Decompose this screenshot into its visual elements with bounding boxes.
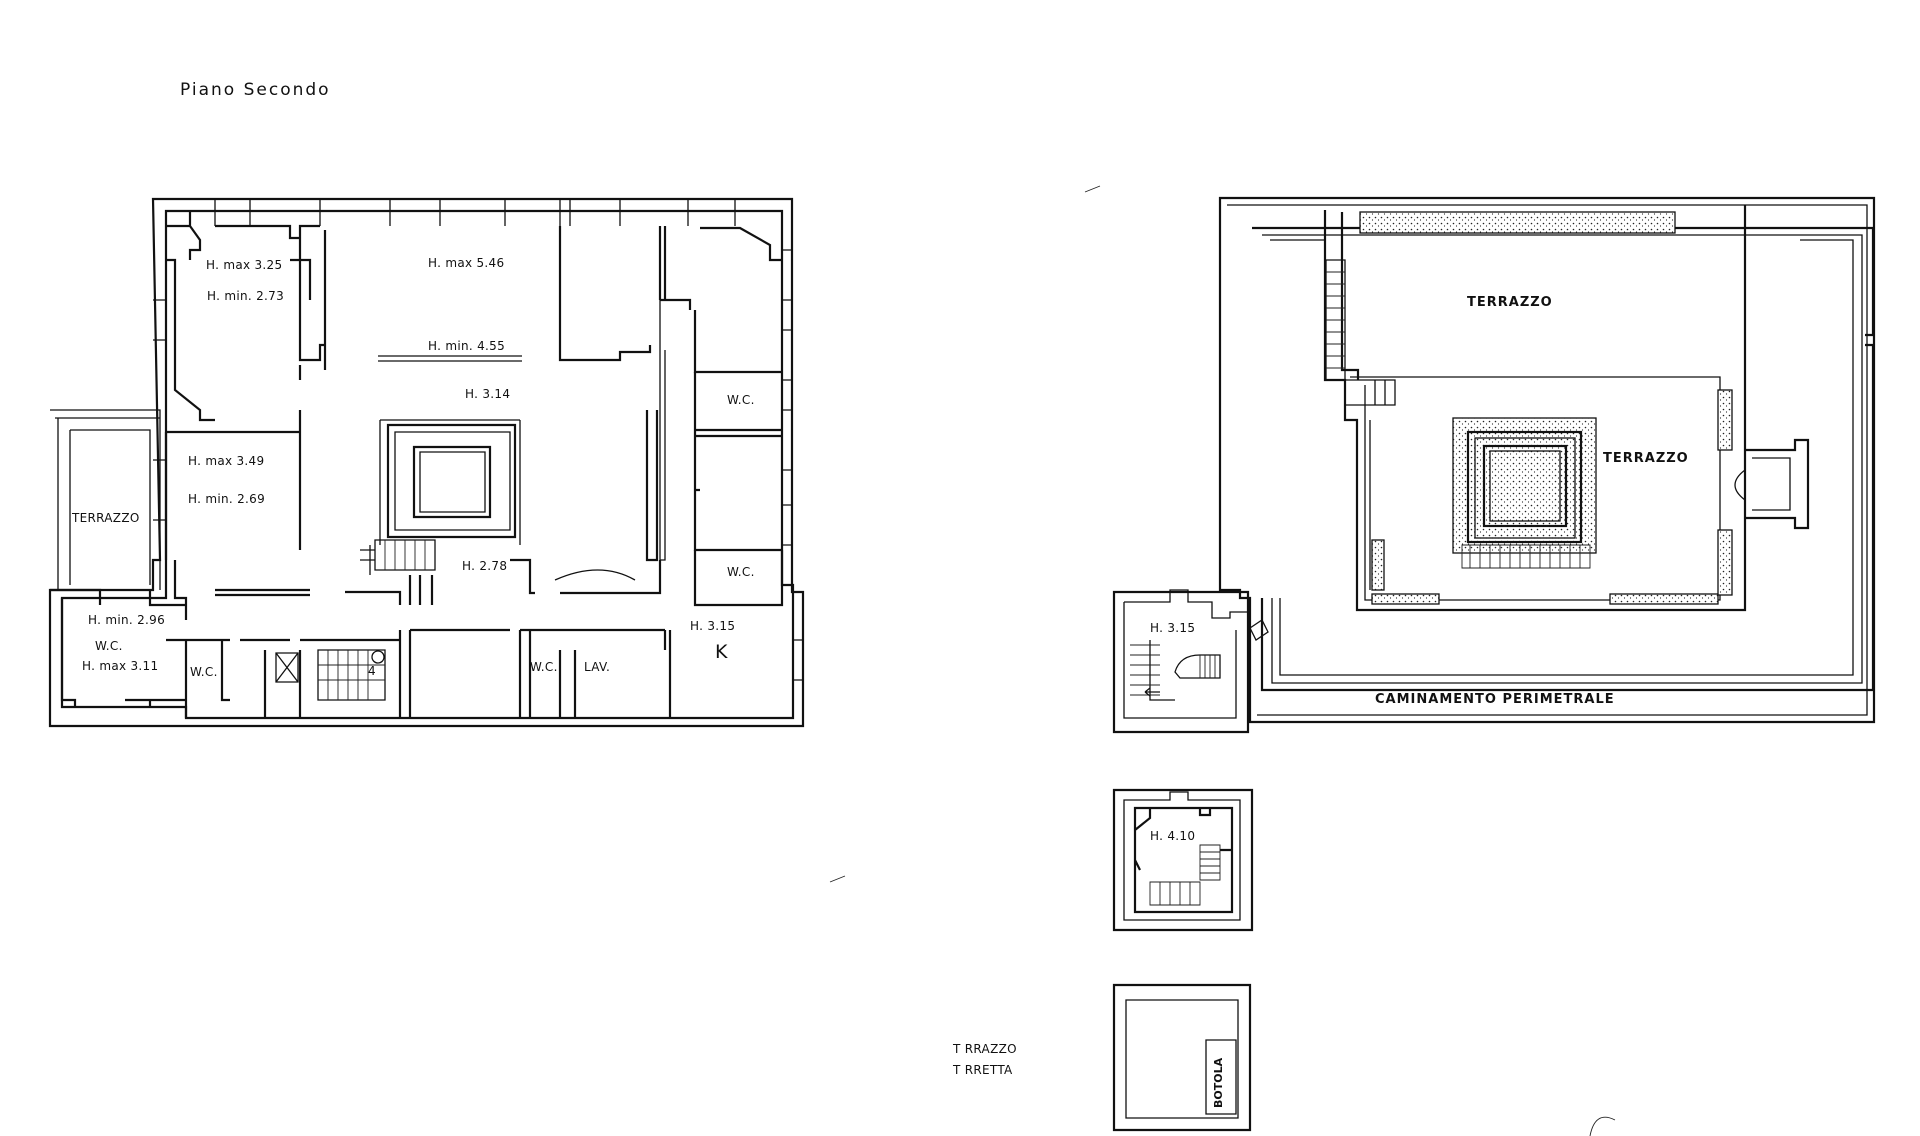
stray-mark-1 [1084, 185, 1101, 193]
stray-mark-2 [829, 875, 846, 883]
room-top-center [323, 226, 652, 370]
main-inner-perimeter [60, 209, 795, 720]
legend-line-2: T RRETTA [953, 1064, 1013, 1076]
wc-small-label: W.C. [190, 665, 218, 679]
gravel-strip-right [1717, 389, 1733, 451]
top-windows [214, 199, 736, 226]
light-well-inner [1482, 444, 1568, 528]
roof-parapet-inner [1262, 234, 1863, 684]
room-height-min-269: H. min. 2.69 [188, 492, 266, 506]
light-well-outer [1466, 430, 1583, 544]
room-left-middle [164, 410, 310, 620]
stair-number-label: 4 [368, 664, 376, 678]
walkway-inner [1270, 239, 1854, 676]
right-wall-segment [659, 300, 666, 561]
room-height-max-349: H. max 3.49 [188, 454, 265, 468]
curved-arch [554, 569, 636, 581]
legend-line-1: T RRAZZO [953, 1043, 1017, 1055]
room-height-314: H. 3.14 [465, 387, 511, 401]
room-height-315: H. 3.15 [690, 619, 736, 633]
roof-stair [1325, 259, 1396, 406]
turret-height-410: H. 4.10 [1150, 829, 1196, 843]
room-wc-middle [693, 550, 784, 607]
right-windows [782, 249, 803, 681]
main-staircase [360, 539, 436, 575]
left-wc-block [50, 588, 186, 707]
central-corridor-walls [510, 410, 662, 595]
roof-terrazzo-upper-label: TERRAZZO [1467, 295, 1553, 310]
gravel-strip-bottom-right [1609, 593, 1719, 605]
gravel-strip-left [1371, 539, 1385, 591]
room-height-max-546: H. max 5.46 [428, 256, 505, 270]
room-height-min-273: H. min. 2.73 [207, 289, 285, 303]
gravel-strip-top [1359, 211, 1676, 234]
hatch-box [1205, 1039, 1237, 1115]
room-height-278: H. 2.78 [462, 559, 508, 573]
room-middle-right [693, 434, 782, 552]
room-height-max-325: H. max 3.25 [206, 258, 283, 272]
light-well-gravel [1452, 417, 1597, 554]
gravel-strip-right-lower [1717, 529, 1733, 596]
right-bay [1745, 438, 1810, 530]
left-windows [153, 299, 166, 521]
wc-upper-label: W.C. [727, 393, 755, 407]
lower-band-top-wall [166, 628, 665, 642]
central-void-frame [379, 419, 521, 545]
inner-terrace-inner [1350, 376, 1721, 601]
light-well-frame [1474, 437, 1576, 539]
stair-walls [345, 575, 434, 605]
main-outer-wall [48, 197, 805, 728]
wc-left-label: W.C. [95, 639, 123, 653]
central-void-inner [412, 445, 492, 519]
stray-mark-3 [1589, 1116, 1616, 1136]
caminamento-label: CAMINAMENTO PERIMETRALE [1375, 692, 1615, 707]
light-well-rail [1461, 544, 1591, 569]
terrazzo-left-label: TERRAZZO [72, 511, 140, 525]
plan-title: Piano Secondo [180, 80, 331, 100]
right-bay-inner [1752, 457, 1791, 511]
lower-rooms-dividers [184, 630, 672, 718]
room-top-right [658, 226, 782, 374]
left-terrace-outline [50, 409, 161, 590]
light-well-inner-frame [1489, 450, 1561, 522]
kitchen-label: K [715, 641, 728, 663]
tower-stair-box [1112, 589, 1250, 734]
legend-line-1-rest: RRAZZO [964, 1042, 1017, 1056]
beam-line [378, 355, 522, 362]
turret-plan [1112, 788, 1254, 932]
main-floor-plan [48, 197, 805, 728]
room-height-min-296: H. min. 2.96 [88, 613, 166, 627]
room-height-min-455: H. min. 4.55 [428, 339, 506, 353]
roof-plan [1112, 196, 1876, 734]
central-void-inner-frame [419, 451, 486, 513]
lower-staircase [317, 649, 386, 701]
turret-terrace-plan [1112, 983, 1252, 1132]
roof-outer-inner [1227, 204, 1868, 716]
room-top-left [166, 211, 325, 422]
wc-bottom-label: W.C. [530, 660, 558, 674]
lift-shaft [275, 652, 299, 683]
entrance-marker [1249, 619, 1269, 641]
wc-middle-label: W.C. [727, 565, 755, 579]
roof-terrazzo-right-label: TERRAZZO [1603, 451, 1689, 466]
right-bay-arc [1734, 469, 1746, 501]
legend-line-2-prefix: T [953, 1063, 961, 1077]
room-height-max-311: H. max 3.11 [82, 659, 159, 673]
botola-label: BOTOLA [1212, 1057, 1225, 1108]
legend-line-2-rest: RRETTA [964, 1063, 1013, 1077]
lav-label: LAV. [584, 660, 611, 674]
gravel-strip-bottom-left [1371, 593, 1440, 605]
tower-height-315: H. 3.15 [1150, 621, 1196, 635]
central-void-outer [386, 423, 517, 539]
legend-line-1-prefix: T [953, 1042, 961, 1056]
